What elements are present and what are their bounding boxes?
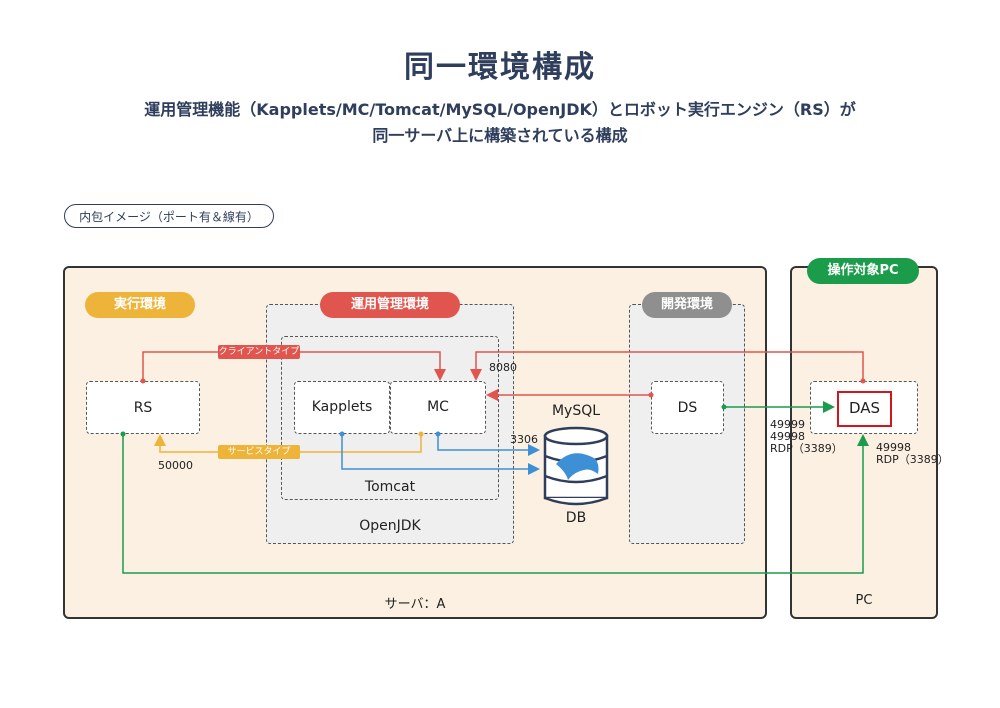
line-mc-db: [437, 434, 540, 456]
das-box: DAS: [837, 391, 892, 427]
port-3306: 3306: [510, 433, 538, 446]
server-label: サーバ：A: [384, 597, 446, 612]
port-8080: 8080: [489, 361, 517, 374]
port-50000: 50000: [158, 459, 193, 472]
dev-env-pill: 開発環境: [642, 292, 732, 318]
ds-port-49999: 49999: [770, 418, 805, 431]
ops-env-pill: 運用管理環境: [320, 292, 460, 318]
pc-header-pill: 操作対象PC: [807, 258, 919, 284]
mc-box: [390, 381, 486, 434]
mc-label: MC: [427, 399, 449, 415]
ds-port-49998: 49998: [770, 430, 805, 443]
pc-port-49998: 49998: [876, 441, 911, 454]
rs-label: RS: [133, 400, 153, 416]
database-icon: [543, 426, 609, 506]
service-type-tag: サービスタイプ: [218, 445, 300, 459]
tomcat-box: [281, 336, 499, 500]
pc-port-rdp: RDP（3389）: [876, 453, 949, 466]
subtitle-line-2: 同一サーバ上に構築されている構成: [372, 126, 628, 145]
pc-label: PC: [855, 593, 873, 608]
openjdk-label: OpenJDK: [359, 518, 421, 534]
subtitle-line-1: 運用管理機能（Kapplets/MC/Tomcat/MySQL/OpenJDK）…: [144, 100, 856, 119]
line-rs-das: [122, 434, 869, 574]
ds-box: [651, 381, 724, 434]
page-title: 同一環境構成: [404, 50, 596, 85]
tomcat-label: Tomcat: [364, 479, 416, 495]
client-type-tag: クライアントタイプ: [218, 345, 300, 359]
mysql-label: MySQL: [551, 403, 601, 419]
kapplets-box: [294, 381, 390, 434]
ds-label: DS: [677, 400, 698, 416]
line-kapplets-db: [341, 434, 540, 475]
ds-port-rdp: RDP（3389）: [770, 442, 843, 455]
exec-env-pill: 実行環境: [85, 292, 195, 318]
rs-box: [86, 381, 200, 434]
kapplets-label: Kapplets: [311, 399, 373, 415]
db-label: DB: [565, 510, 587, 526]
line-das-mc: [470, 351, 864, 381]
legend-pill: 内包イメージ（ポート有＆線有）: [64, 204, 274, 228]
